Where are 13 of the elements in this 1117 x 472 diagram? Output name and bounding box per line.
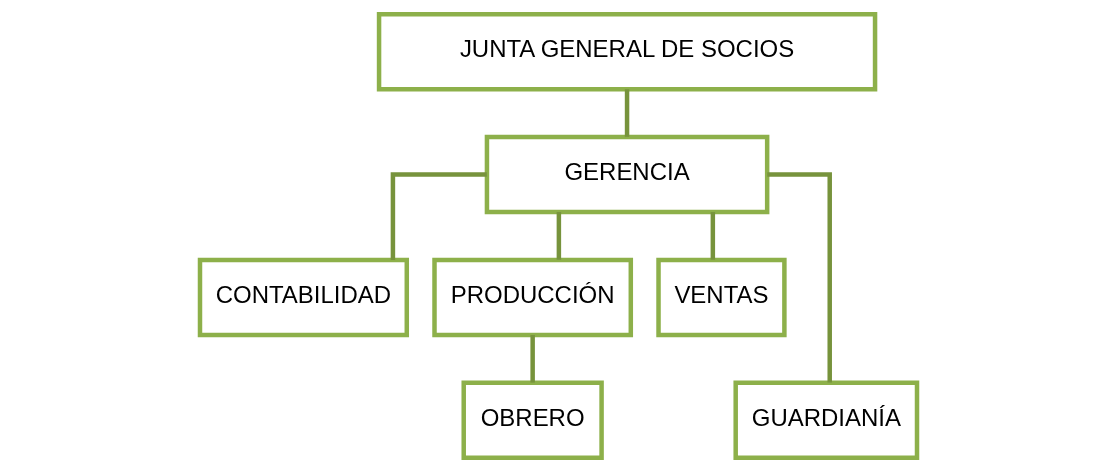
node-box: GERENCIA	[484, 134, 770, 215]
node-box: OBRERO	[461, 380, 604, 460]
connector	[767, 172, 832, 383]
connector	[624, 89, 630, 137]
connector	[556, 212, 562, 260]
node-box: JUNTA GENERAL DE SOCIOS	[376, 12, 878, 92]
node-box: VENTAS	[656, 257, 787, 338]
connector	[530, 334, 535, 383]
node-box: CONTABILIDAD	[197, 257, 410, 338]
connector	[710, 212, 716, 260]
node-box: PRODUCCIÓN	[432, 257, 634, 338]
connector	[390, 172, 487, 260]
node-box: GUARDIANÍA	[733, 380, 920, 460]
